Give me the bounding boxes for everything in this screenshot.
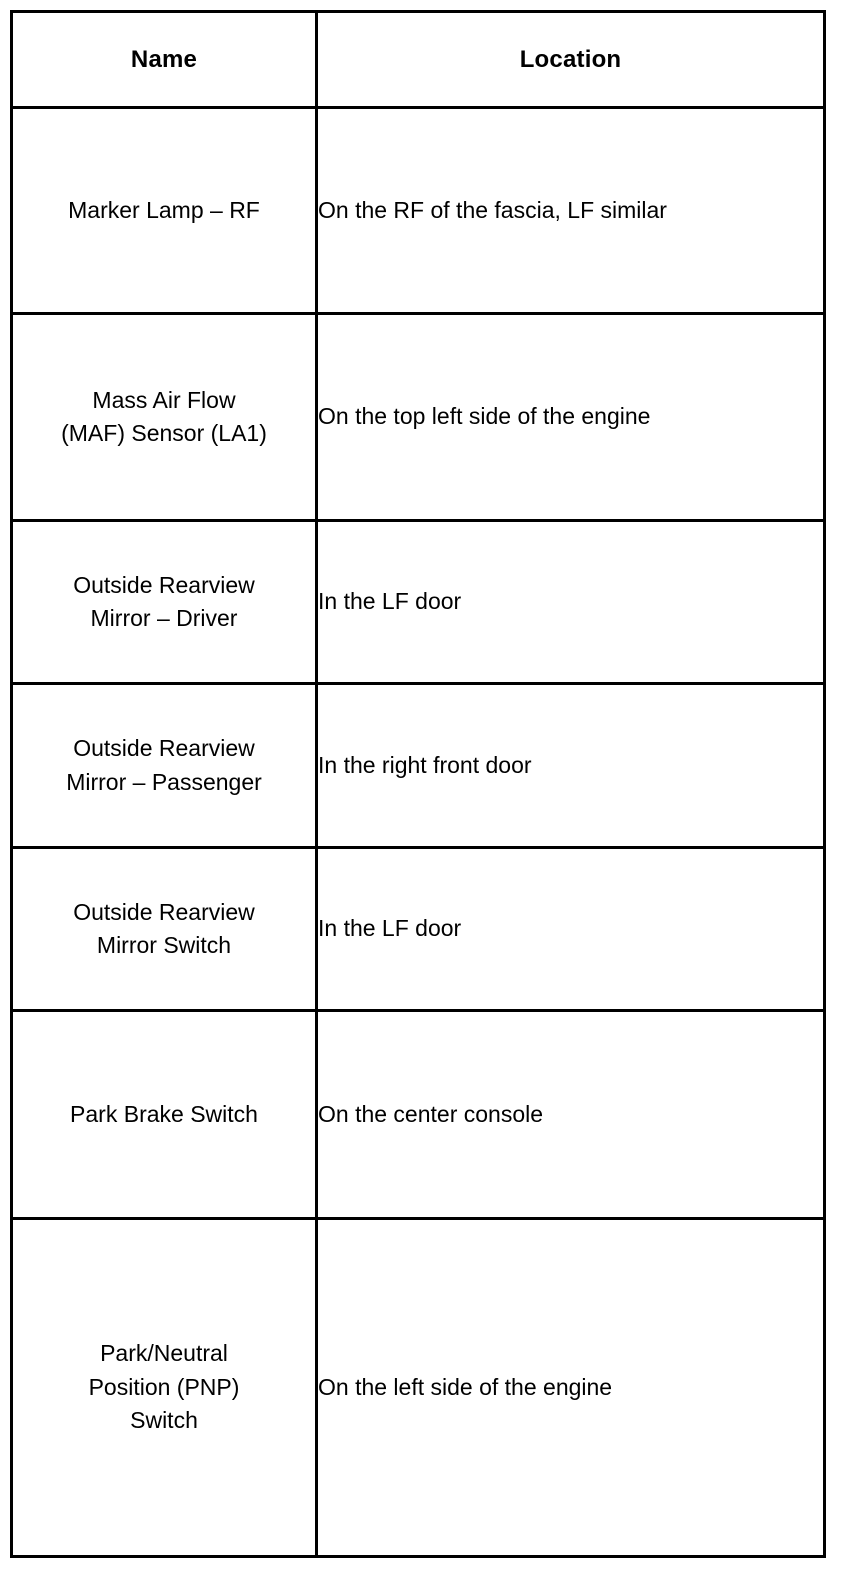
name-line: Marker Lamp – RF: [68, 196, 260, 223]
name-line: Park/Neutral: [100, 1340, 228, 1367]
name-line: (MAF) Sensor (LA1): [61, 420, 267, 446]
table-row: Park Brake Switch On the center console: [10, 1009, 826, 1220]
cell-name: Park Brake Switch: [10, 1009, 318, 1220]
column-header-name: Name: [10, 10, 318, 109]
table-header-row: Name Location: [10, 10, 826, 109]
table-row: Mass Air Flow (MAF) Sensor (LA1) On the …: [10, 312, 826, 522]
cell-name: Park/Neutral Position (PNP) Switch: [10, 1217, 318, 1558]
name-line: Mirror – Driver: [90, 605, 238, 631]
table-row: Outside Rearview Mirror – Driver In the …: [10, 519, 826, 685]
cell-location: In the LF door: [315, 846, 826, 1012]
cell-location: On the RF of the fascia, LF similar: [315, 106, 826, 315]
cell-location: On the top left side of the engine: [315, 312, 826, 522]
cell-location: On the left side of the engine: [315, 1217, 826, 1558]
name-line: Switch: [130, 1407, 198, 1434]
cell-name: Outside Rearview Mirror – Driver: [10, 519, 318, 685]
table-row: Park/Neutral Position (PNP) Switch On th…: [10, 1217, 826, 1558]
table-row: Marker Lamp – RF On the RF of the fascia…: [10, 106, 826, 315]
cell-name: Mass Air Flow (MAF) Sensor (LA1): [10, 312, 318, 522]
cell-name: Outside Rearview Mirror Switch: [10, 846, 318, 1012]
column-header-location: Location: [315, 10, 826, 109]
table-row: Outside Rearview Mirror Switch In the LF…: [10, 846, 826, 1012]
table-body: Marker Lamp – RF On the RF of the fascia…: [10, 106, 826, 1558]
name-line: Position (PNP): [88, 1373, 240, 1400]
name-line: Mirror Switch: [96, 932, 232, 958]
name-line: Outside Rearview: [73, 571, 255, 598]
name-line: Mass Air Flow: [92, 386, 236, 413]
name-line: Mirror – Passenger: [66, 768, 262, 795]
cell-location: In the LF door: [315, 519, 826, 685]
column-header-name-label: Name: [130, 45, 198, 73]
cell-name: Outside Rearview Mirror – Passenger: [10, 682, 318, 849]
table-row: Outside Rearview Mirror – Passenger In t…: [10, 682, 826, 849]
name-line: Park Brake Switch: [70, 1100, 258, 1127]
name-line: Outside Rearview: [73, 735, 255, 762]
cell-location: On the center console: [315, 1009, 826, 1220]
column-header-location-label: Location: [519, 45, 622, 73]
component-location-table: Name Location Marker Lamp – RF On the RF…: [10, 10, 826, 1558]
name-line: Outside Rearview: [73, 898, 255, 925]
cell-name: Marker Lamp – RF: [10, 106, 318, 315]
cell-location: In the right front door: [315, 682, 826, 849]
